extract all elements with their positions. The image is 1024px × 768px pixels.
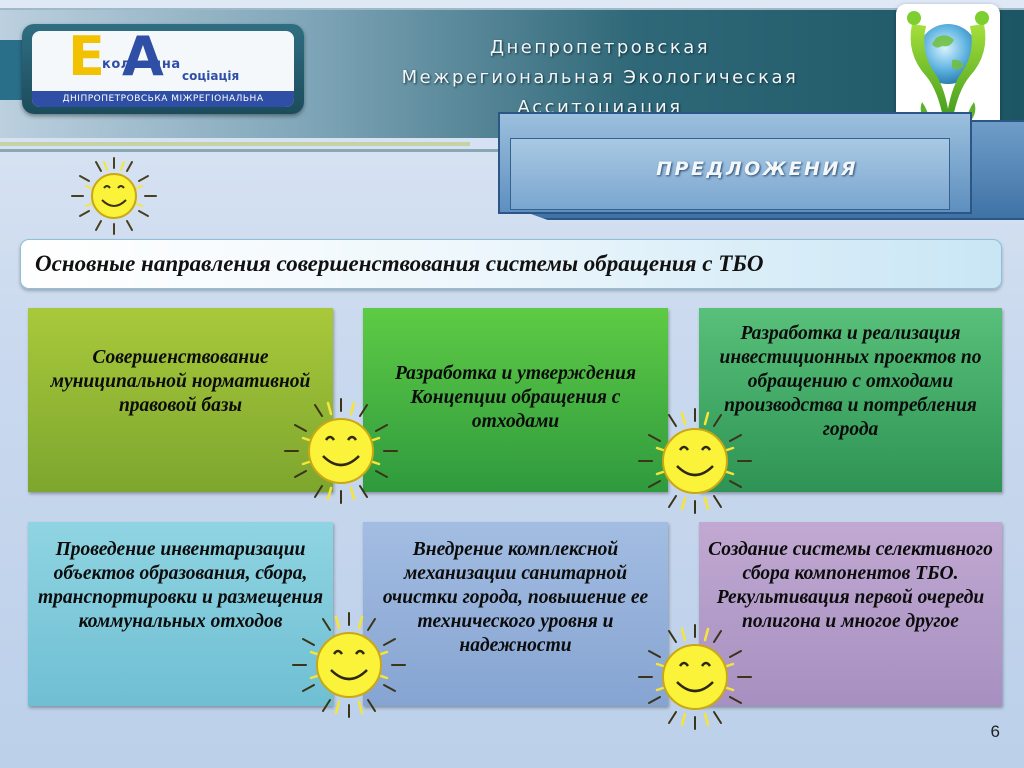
smiling-sun-icon — [71, 157, 157, 235]
section-tab-label: ПРЕДЛОЖЕНИЯ — [656, 158, 858, 180]
proposal-card: Разработка и утверждения Концепции обращ… — [363, 308, 668, 492]
smiling-sun-icon — [638, 624, 752, 730]
title-line: Межрегиональная Экологическая — [401, 67, 799, 88]
proposal-card: Совершенствование муниципальной норматив… — [28, 308, 333, 492]
section-heading: Основные направления совершенствования с… — [20, 239, 1002, 289]
smiling-sun-icon — [284, 398, 398, 504]
section-tab-front — [510, 138, 950, 210]
proposal-card: Создание системы селективного сбора комп… — [699, 522, 1002, 706]
logo-letter-e: Е — [68, 31, 105, 88]
proposal-card: Внедрение комплексной механизации санита… — [363, 522, 668, 706]
smiling-sun-icon — [292, 612, 406, 718]
logo-plate: Е А кологічна соціація ДНІПРОПЕТРОВСЬКА … — [32, 31, 294, 107]
title-line: Днепропетровская — [489, 37, 711, 58]
logo-letter-a: А — [122, 31, 164, 88]
slide-title: Днепропетровская Межрегиональная Экологи… — [330, 33, 870, 123]
proposal-card: Проведение инвентаризации объектов образ… — [28, 522, 333, 706]
header-divider — [0, 142, 470, 146]
organization-logo: Е А кологічна соціація ДНІПРОПЕТРОВСЬКА … — [22, 24, 304, 114]
header-divider — [0, 149, 510, 152]
logo-word-ecological: кологічна — [102, 57, 181, 72]
smiling-sun-icon — [638, 408, 752, 514]
logo-word-association: соціація — [182, 69, 240, 83]
logo-caption: ДНІПРОПЕТРОВСЬКА МІЖРЕГІОНАЛЬНА — [32, 91, 294, 107]
page-number: 6 — [990, 722, 1000, 741]
